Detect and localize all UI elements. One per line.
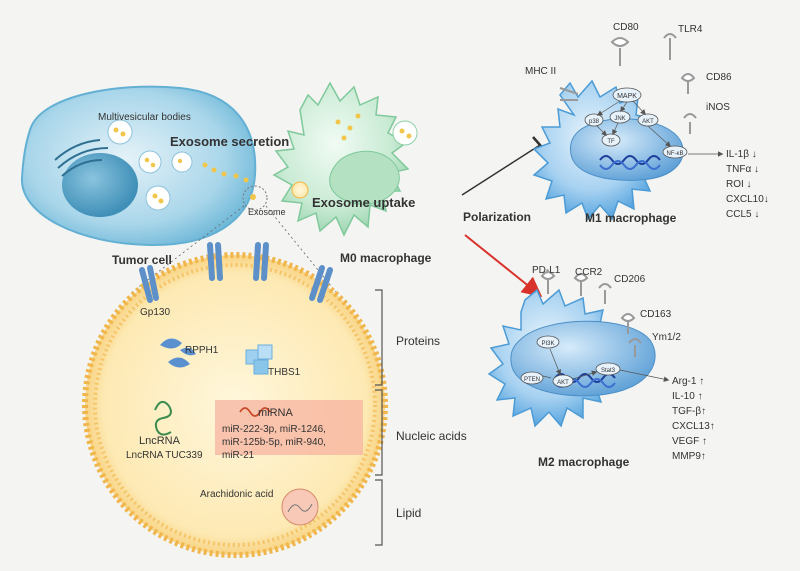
m0-exosome-dots: [335, 113, 361, 141]
mirna-icon: [239, 407, 271, 417]
thbs1-icon: [245, 344, 273, 375]
m1-cd86: CD86: [706, 72, 732, 83]
arachidonic-acid-icon: [281, 488, 319, 526]
m2-output-list: Arg-1 ↑ IL-10 ↑ TGF-β↑ CXCL13↑ VEGF ↑ MM…: [672, 376, 715, 462]
m1-output: IL-1β ↓: [726, 149, 757, 160]
m1-macrophage-cell: [532, 79, 684, 221]
m0-macrophage-label: M0 macrophage: [340, 251, 432, 265]
m1-output: ROI ↓: [726, 179, 752, 190]
m0-macrophage-cell: [272, 81, 418, 237]
polarization-label: Polarization: [463, 210, 531, 224]
thbs1-label: THBS1: [268, 367, 301, 378]
m2-macrophage-cell: [487, 288, 656, 428]
m2-akt: AKT: [557, 380, 569, 386]
golgi-icon: [54, 139, 109, 177]
lncrna-label: LncRNA: [139, 435, 181, 447]
mirna-label: miRNA: [258, 407, 293, 419]
inhibit-line: [461, 144, 541, 196]
m1-tf: TF: [607, 139, 615, 145]
m2-output: MMP9↑: [672, 451, 706, 462]
category-brackets: [375, 289, 383, 546]
m2-cd163: CD163: [640, 309, 672, 320]
mirna-list-line2: miR-125b-5p, miR-940,: [222, 437, 326, 448]
m1-p38: p38: [589, 119, 600, 125]
m2-signaling: PI3K PTEN AKT Stat3: [520, 335, 670, 388]
m2-output: VEGF ↑: [672, 436, 707, 447]
m2-cd206: CD206: [614, 274, 646, 285]
tumor-cell: [20, 85, 257, 247]
m1-tlr4: TLR4: [678, 24, 703, 35]
uptake-exosome: [291, 181, 309, 199]
m2-pdl1: PD-L1: [532, 265, 561, 276]
m1-mapk: MAPK: [617, 93, 637, 100]
m1-output: CXCL10↓: [726, 194, 769, 205]
promote-arrow: [464, 234, 543, 298]
gp130-label: Gp130: [140, 307, 170, 318]
m2-ym12: Ym1/2: [652, 332, 681, 343]
m1-dna-icon: [599, 155, 661, 165]
m0-endosome: [392, 120, 418, 146]
m1-receptor-icons: [559, 33, 697, 134]
m1-akt: AKT: [642, 119, 654, 125]
lipid-category: Lipid: [396, 506, 421, 520]
mirna-box: [215, 400, 363, 455]
m1-cd80: CD80: [613, 22, 639, 33]
proteins-category: Proteins: [396, 334, 440, 348]
secreted-exosome-dots: [202, 162, 249, 183]
zoom-lines: [131, 205, 337, 293]
m2-pi3k: PI3K: [541, 341, 554, 347]
m2-pten: PTEN: [524, 377, 540, 383]
exosome-secretion-label: Exosome secretion: [170, 134, 289, 149]
rpph1-icon: [160, 338, 196, 368]
m1-inos: iNOS: [706, 102, 730, 113]
gp130-receptor-icons: [139, 242, 333, 303]
exosome-dot: [250, 194, 256, 200]
multivesicular-bodies-label: Multivesicular bodies: [98, 112, 191, 123]
exosome-zoom-circle: [242, 185, 268, 211]
tumor-nucleus: [62, 153, 138, 217]
mirna-list-line1: miR-222-3p, miR-1246,: [222, 424, 326, 435]
m1-output-list: IL-1β ↓ TNFα ↓ ROI ↓ CXCL10↓ CCL5 ↓: [726, 149, 769, 220]
m2-output: CXCL13↑: [672, 421, 715, 432]
m2-output: Arg-1 ↑: [672, 376, 704, 387]
lncrna-tuc339-label: LncRNA TUC339: [126, 450, 203, 461]
m2-output: IL-10 ↑: [672, 391, 703, 402]
lncrna-icon: [154, 400, 172, 436]
exosome-label: Exosome: [248, 207, 286, 217]
m1-mhc2: MHC II: [525, 66, 556, 77]
m1-jnk: JNK: [614, 116, 625, 122]
m1-nfkb: NF-κB: [667, 151, 684, 157]
nucleic-acids-category: Nucleic acids: [396, 429, 467, 443]
multivesicular-body-icons: [107, 119, 193, 211]
m2-output: TGF-β↑: [672, 406, 706, 417]
arachidonic-acid-label: Arachidonic acid: [200, 489, 273, 500]
m1-output: CCL5 ↓: [726, 209, 759, 220]
m1-signaling: MAPK p38 JNK AKT TF NF-κB: [584, 87, 724, 159]
m2-macrophage-label: M2 macrophage: [538, 455, 630, 469]
m2-receptor-icons: [540, 271, 642, 357]
rpph1-label: RPPH1: [185, 345, 219, 356]
m2-ccr2: CCR2: [575, 267, 603, 278]
exosome-uptake-label: Exosome uptake: [312, 195, 415, 210]
m1-output: TNFα ↓: [726, 164, 759, 175]
m1-macrophage-label: M1 macrophage: [585, 211, 677, 225]
exosome-zoom: [82, 242, 388, 558]
mirna-list-line3: miR-21: [222, 450, 255, 461]
m2-stat3: Stat3: [601, 368, 616, 374]
tumor-cell-label: Tumor cell: [112, 253, 172, 267]
